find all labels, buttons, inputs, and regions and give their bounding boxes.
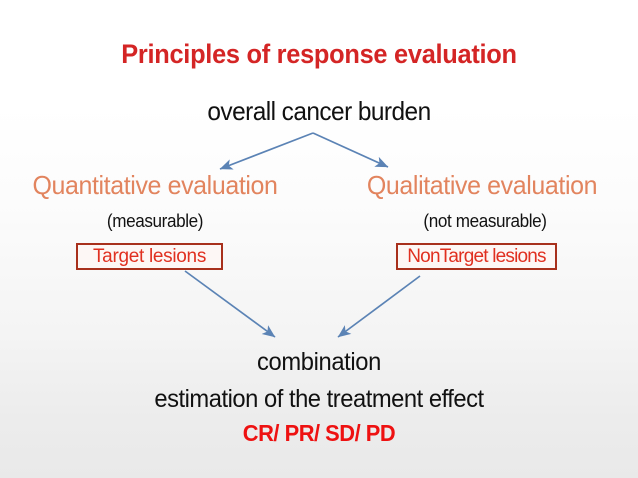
not-measurable-sublabel: (not measurable) [423, 211, 547, 231]
nontarget-lesions-box: NonTarget lesions [396, 243, 557, 270]
arrow-merge-left [184, 270, 276, 338]
qualitative-evaluation-heading: Qualitative evaluation [366, 170, 598, 200]
measurable-sublabel: (measurable) [106, 211, 204, 231]
target-lesions-box: Target lesions [76, 243, 223, 270]
arrow-split-left [219, 132, 314, 170]
arrow-split-right [312, 132, 389, 168]
arrow-merge-right [337, 275, 421, 338]
quantitative-evaluation-heading: Quantitative evaluation [32, 170, 278, 200]
response-outcomes-label: CR/ PR/ SD/ PD [242, 420, 396, 446]
treatment-effect-label: estimation of the treatment effect [154, 385, 484, 413]
overall-burden-label: overall cancer burden [207, 96, 431, 126]
combination-label: combination [257, 348, 381, 376]
slide-title: Principles of response evaluation [121, 39, 517, 69]
